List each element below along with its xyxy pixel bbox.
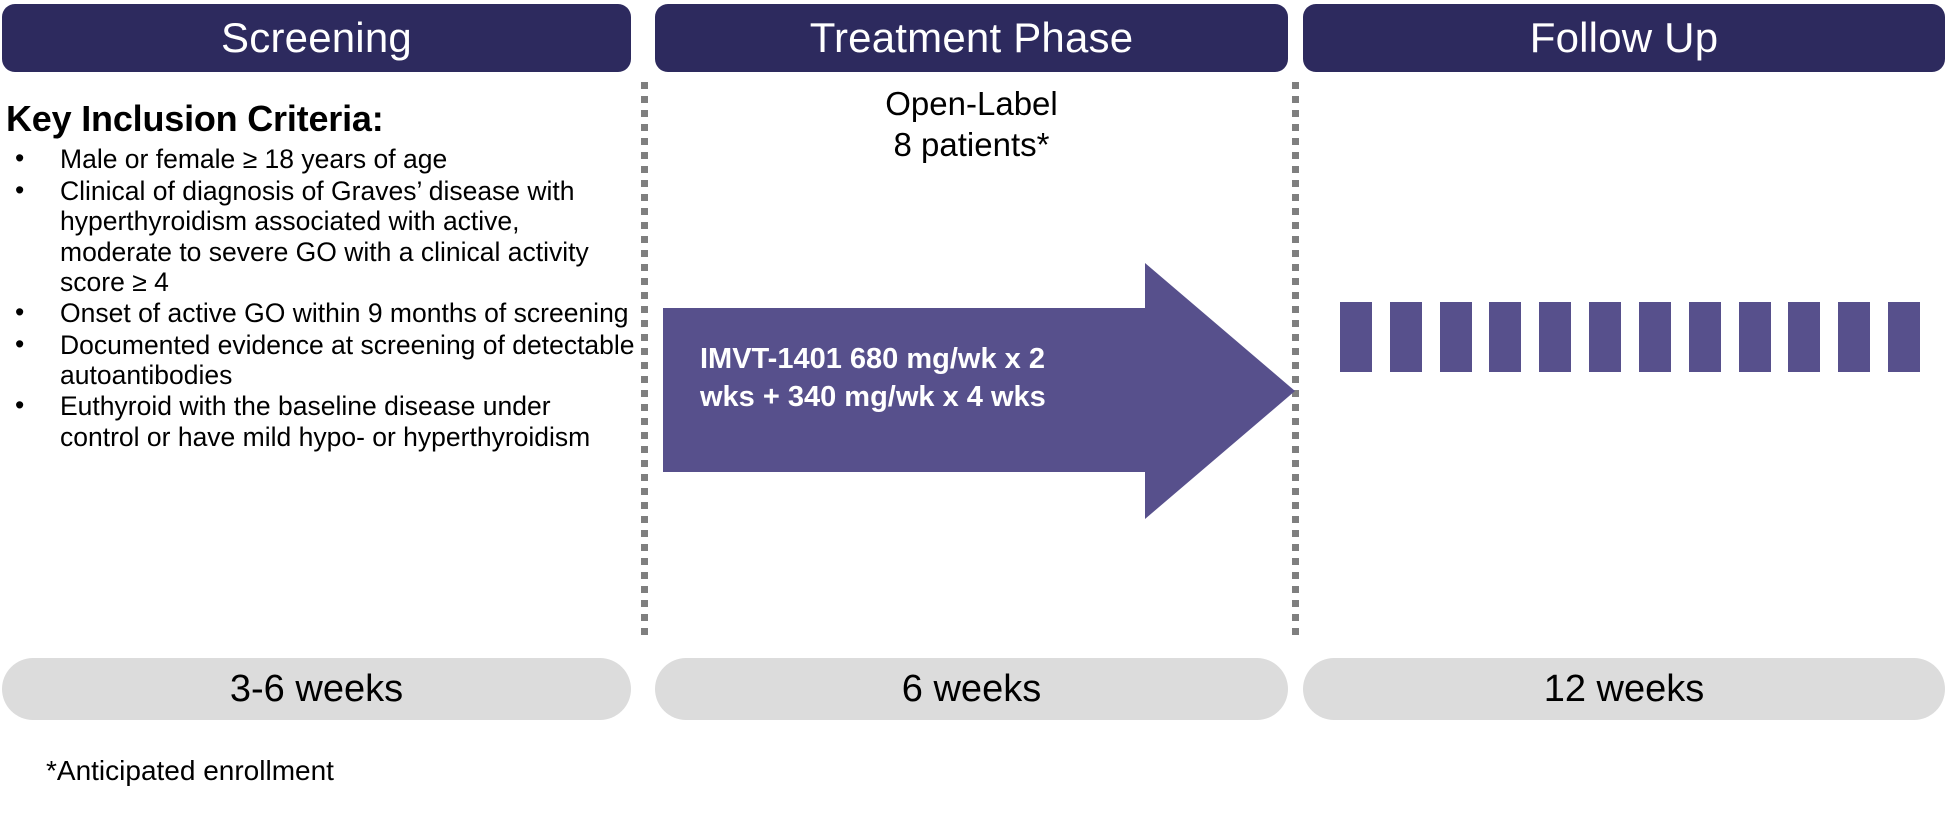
criteria-item: • Male or female ≥ 18 years of age — [6, 143, 636, 175]
duration-pill-followup: 12 weeks — [1303, 658, 1945, 720]
study-design-line-2: 8 patients* — [893, 125, 1050, 163]
phase-divider-treatment-followup — [1292, 82, 1299, 638]
study-design-line-1: Open-Label — [885, 85, 1058, 122]
criteria-item: • Euthyroid with the baseline disease un… — [6, 390, 636, 452]
bullet-icon: • — [15, 328, 25, 359]
inclusion-criteria-block: Key Inclusion Criteria: • Male or female… — [6, 98, 636, 453]
criteria-item: • Clinical of diagnosis of Graves’ disea… — [6, 174, 636, 298]
criteria-text: Onset of active GO within 9 months of sc… — [60, 298, 629, 329]
followup-visit-bar — [1887, 302, 1920, 372]
bullet-icon: • — [15, 297, 25, 328]
criteria-item: • Documented evidence at screening of de… — [6, 328, 636, 391]
followup-visit-bar — [1489, 302, 1522, 372]
followup-visit-bar — [1539, 302, 1572, 372]
criteria-item: • Onset of active GO within 9 months of … — [6, 297, 636, 329]
phase-header-treatment: Treatment Phase — [655, 4, 1288, 72]
treatment-arrow-icon — [663, 258, 1295, 524]
criteria-text: Clinical of diagnosis of Graves’ disease… — [60, 175, 589, 298]
duration-pill-screening: 3-6 weeks — [2, 658, 631, 720]
followup-visit-bar — [1688, 302, 1721, 372]
followup-visit-bar — [1589, 302, 1622, 372]
duration-pill-treatment: 6 weeks — [655, 658, 1288, 720]
criteria-text: Documented evidence at screening of dete… — [60, 329, 635, 391]
followup-visit-bar — [1838, 302, 1871, 372]
followup-visit-bar — [1340, 302, 1372, 372]
followup-visit-bar — [1788, 302, 1821, 372]
followup-visit-bar — [1389, 302, 1422, 372]
followup-visit-bar — [1738, 302, 1771, 372]
regimen-line-1: IMVT-1401 680 mg/wk x 2 — [700, 343, 1045, 375]
phase-header-followup: Follow Up — [1303, 4, 1945, 72]
followup-visit-bar — [1638, 302, 1671, 372]
bullet-icon: • — [15, 143, 25, 174]
footnote: *Anticipated enrollment — [46, 755, 334, 786]
bullet-icon: • — [15, 390, 25, 421]
treatment-regimen-label: IMVT-1401 680 mg/wk x 2 wks + 340 mg/wk … — [700, 340, 1100, 417]
inclusion-criteria-list: • Male or female ≥ 18 years of age • Cli… — [6, 143, 636, 452]
regimen-line-2: wks + 340 mg/wk x 4 wks — [700, 381, 1046, 414]
phase-header-screening: Screening — [2, 4, 631, 72]
criteria-text: Euthyroid with the baseline disease unde… — [60, 391, 591, 452]
phase-divider-screening-treatment — [641, 82, 648, 638]
inclusion-criteria-title: Key Inclusion Criteria: — [6, 98, 384, 139]
bullet-icon: • — [15, 174, 25, 205]
followup-visit-bar — [1439, 302, 1472, 372]
followup-visit-bars — [1340, 302, 1920, 372]
study-design-label: Open-Label 8 patients* — [655, 84, 1288, 165]
criteria-text: Male or female ≥ 18 years of age — [60, 144, 448, 175]
